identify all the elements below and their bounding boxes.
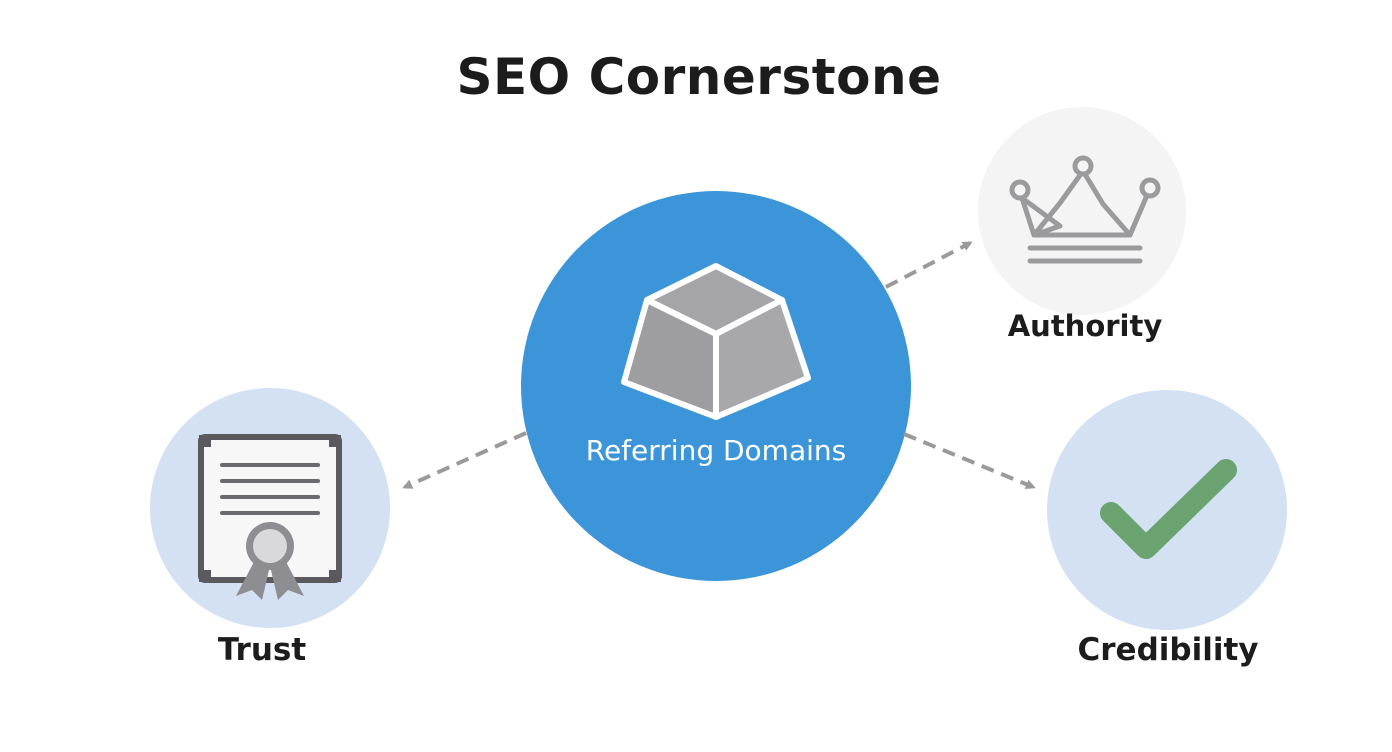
crown-icon [1009, 155, 1161, 264]
credibility-node [1047, 390, 1287, 630]
cube-icon [621, 263, 811, 420]
center-label: Referring Domains [585, 434, 847, 467]
connector-credibility [903, 432, 1036, 489]
diagram-title: SEO Cornerstone [456, 48, 942, 106]
checkmark-icon [1100, 459, 1237, 559]
credibility-label: Credibility [1077, 632, 1259, 668]
connector-trust [402, 431, 527, 489]
connector-authority [885, 241, 973, 289]
authority-node [978, 107, 1186, 315]
certificate-icon [198, 434, 342, 600]
trust-label: Trust [217, 632, 307, 668]
authority-label: Authority [1007, 309, 1163, 343]
